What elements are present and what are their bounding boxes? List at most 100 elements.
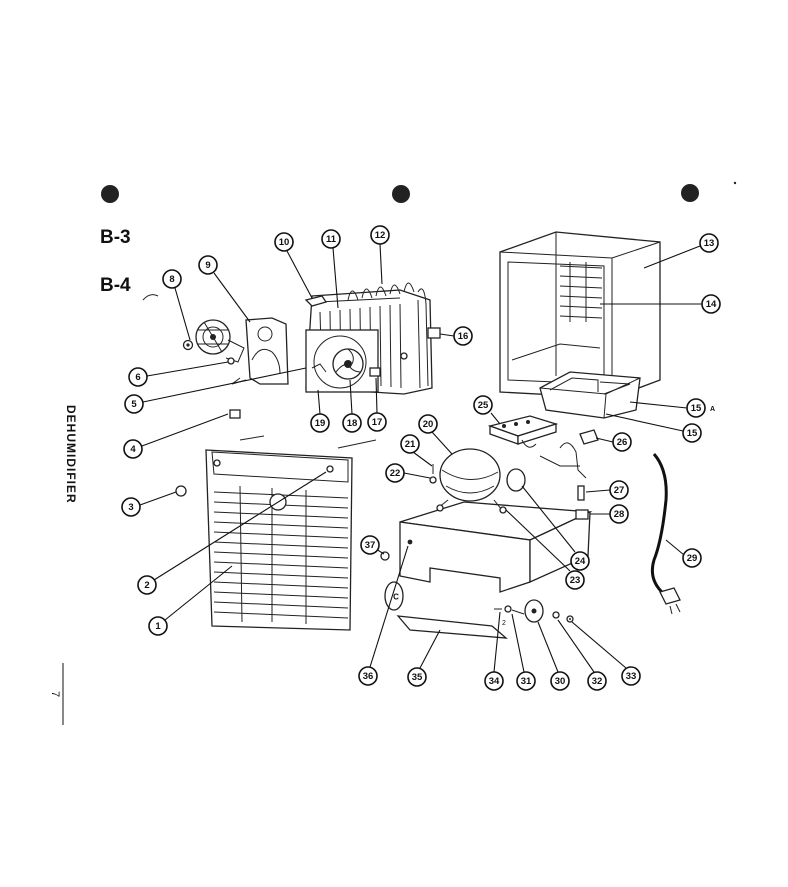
callout-circle xyxy=(310,413,330,433)
part-front-grille xyxy=(175,435,377,631)
callout-circle xyxy=(550,671,570,691)
callout-15: 15 xyxy=(686,398,706,418)
callout-circle xyxy=(682,423,702,443)
part-coil-assembly xyxy=(304,282,441,395)
callout-number: 5 xyxy=(131,399,137,410)
callout-circle xyxy=(612,432,632,452)
callout-circle xyxy=(162,269,182,289)
callout-circle xyxy=(609,504,629,524)
part-power-cord xyxy=(650,453,681,615)
callout-circle xyxy=(124,394,144,414)
callout-circle xyxy=(137,575,157,595)
callout-suffix-letter: A xyxy=(710,406,715,413)
part-fan-motor xyxy=(142,294,245,365)
callout-circle xyxy=(621,666,641,686)
callout-36: 36 xyxy=(358,666,378,686)
callout-circle xyxy=(565,570,585,590)
callout-circle xyxy=(587,671,607,691)
callout-number: 15 xyxy=(691,403,702,414)
callout-circle xyxy=(321,229,341,249)
callout-4: 4 xyxy=(123,439,143,459)
callout-number: 19 xyxy=(315,418,326,429)
callout-15: 15 xyxy=(682,423,702,443)
callout-circle xyxy=(128,367,148,387)
part-base-rail xyxy=(396,615,508,639)
callout-number: 35 xyxy=(412,672,423,683)
callout-circle xyxy=(516,671,536,691)
part-clip xyxy=(229,409,241,419)
part-motor-bracket xyxy=(231,317,289,385)
callout-circle xyxy=(123,439,143,459)
callout-1: 1 xyxy=(148,616,168,636)
model-label-b4: B-4 xyxy=(100,275,131,296)
callout-19: 19 xyxy=(310,413,330,433)
callout-32: 32 xyxy=(587,671,607,691)
callout-34: 34 xyxy=(484,671,504,691)
registration-dot-left xyxy=(101,185,119,203)
callout-number: 22 xyxy=(390,468,401,479)
stray-mark xyxy=(733,181,737,185)
callout-28: 28 xyxy=(609,504,629,524)
callout-25: 25 xyxy=(473,395,493,415)
callout-circle xyxy=(370,225,390,245)
callout-14: 14 xyxy=(701,294,721,314)
callout-13: 13 xyxy=(699,233,719,253)
callout-number: 14 xyxy=(706,299,717,310)
callout-circle xyxy=(407,667,427,687)
callout-number: 37 xyxy=(365,540,376,551)
callout-number: 18 xyxy=(347,418,358,429)
callout-number: 3 xyxy=(128,502,133,513)
callout-21: 21 xyxy=(400,434,420,454)
callout-number: 23 xyxy=(570,575,581,586)
callout-27: 27 xyxy=(609,480,629,500)
callout-circle xyxy=(570,551,590,571)
part-caster-group: 2 xyxy=(494,599,574,627)
callout-17: 17 xyxy=(367,412,387,432)
callout-number: 31 xyxy=(521,676,532,687)
callout-2: 2 xyxy=(137,575,157,595)
callout-number: 29 xyxy=(687,553,698,564)
callout-number: 12 xyxy=(375,230,386,241)
part-terminal-block xyxy=(487,415,559,448)
callout-circle xyxy=(360,535,380,555)
part-cabinet xyxy=(499,231,661,399)
page-number: 7 xyxy=(49,690,62,698)
callout-circle xyxy=(198,255,218,275)
callout-31: 31 xyxy=(516,671,536,691)
callout-9: 9 xyxy=(198,255,218,275)
callout-number: 27 xyxy=(614,485,625,496)
callout-22: 22 xyxy=(385,463,405,483)
callout-number: 24 xyxy=(575,556,586,567)
callout-18: 18 xyxy=(342,413,362,433)
part-water-bucket xyxy=(539,371,641,419)
callout-number: 8 xyxy=(169,274,174,285)
callout-24: 24 xyxy=(570,551,590,571)
capacitor-letter: C xyxy=(393,593,399,602)
callout-circle xyxy=(274,232,294,252)
callout-37: 37 xyxy=(360,535,380,555)
callout-circle xyxy=(367,412,387,432)
callout-30: 30 xyxy=(550,671,570,691)
callout-circle xyxy=(418,414,438,434)
callout-number: 1 xyxy=(155,621,161,632)
callout-number: 9 xyxy=(205,260,210,271)
model-label-b3: B-3 xyxy=(100,227,131,248)
callout-number: 16 xyxy=(458,331,469,342)
callout-circle xyxy=(701,294,721,314)
registration-dot-center xyxy=(392,185,410,203)
callout-33: 33 xyxy=(621,666,641,686)
callout-number: 2 xyxy=(144,580,149,591)
part-compressor-base xyxy=(380,442,593,593)
callout-circle xyxy=(473,395,493,415)
callout-circle xyxy=(342,413,362,433)
callout-circle xyxy=(121,497,141,517)
callout-11: 11 xyxy=(321,229,341,249)
callout-circle xyxy=(385,463,405,483)
callout-number: 33 xyxy=(626,671,637,682)
callout-23: 23 xyxy=(565,570,585,590)
part-relay-coil xyxy=(577,485,585,501)
callout-circle xyxy=(686,398,706,418)
callout-number: 15 xyxy=(687,428,698,439)
callout-26: 26 xyxy=(612,432,632,452)
